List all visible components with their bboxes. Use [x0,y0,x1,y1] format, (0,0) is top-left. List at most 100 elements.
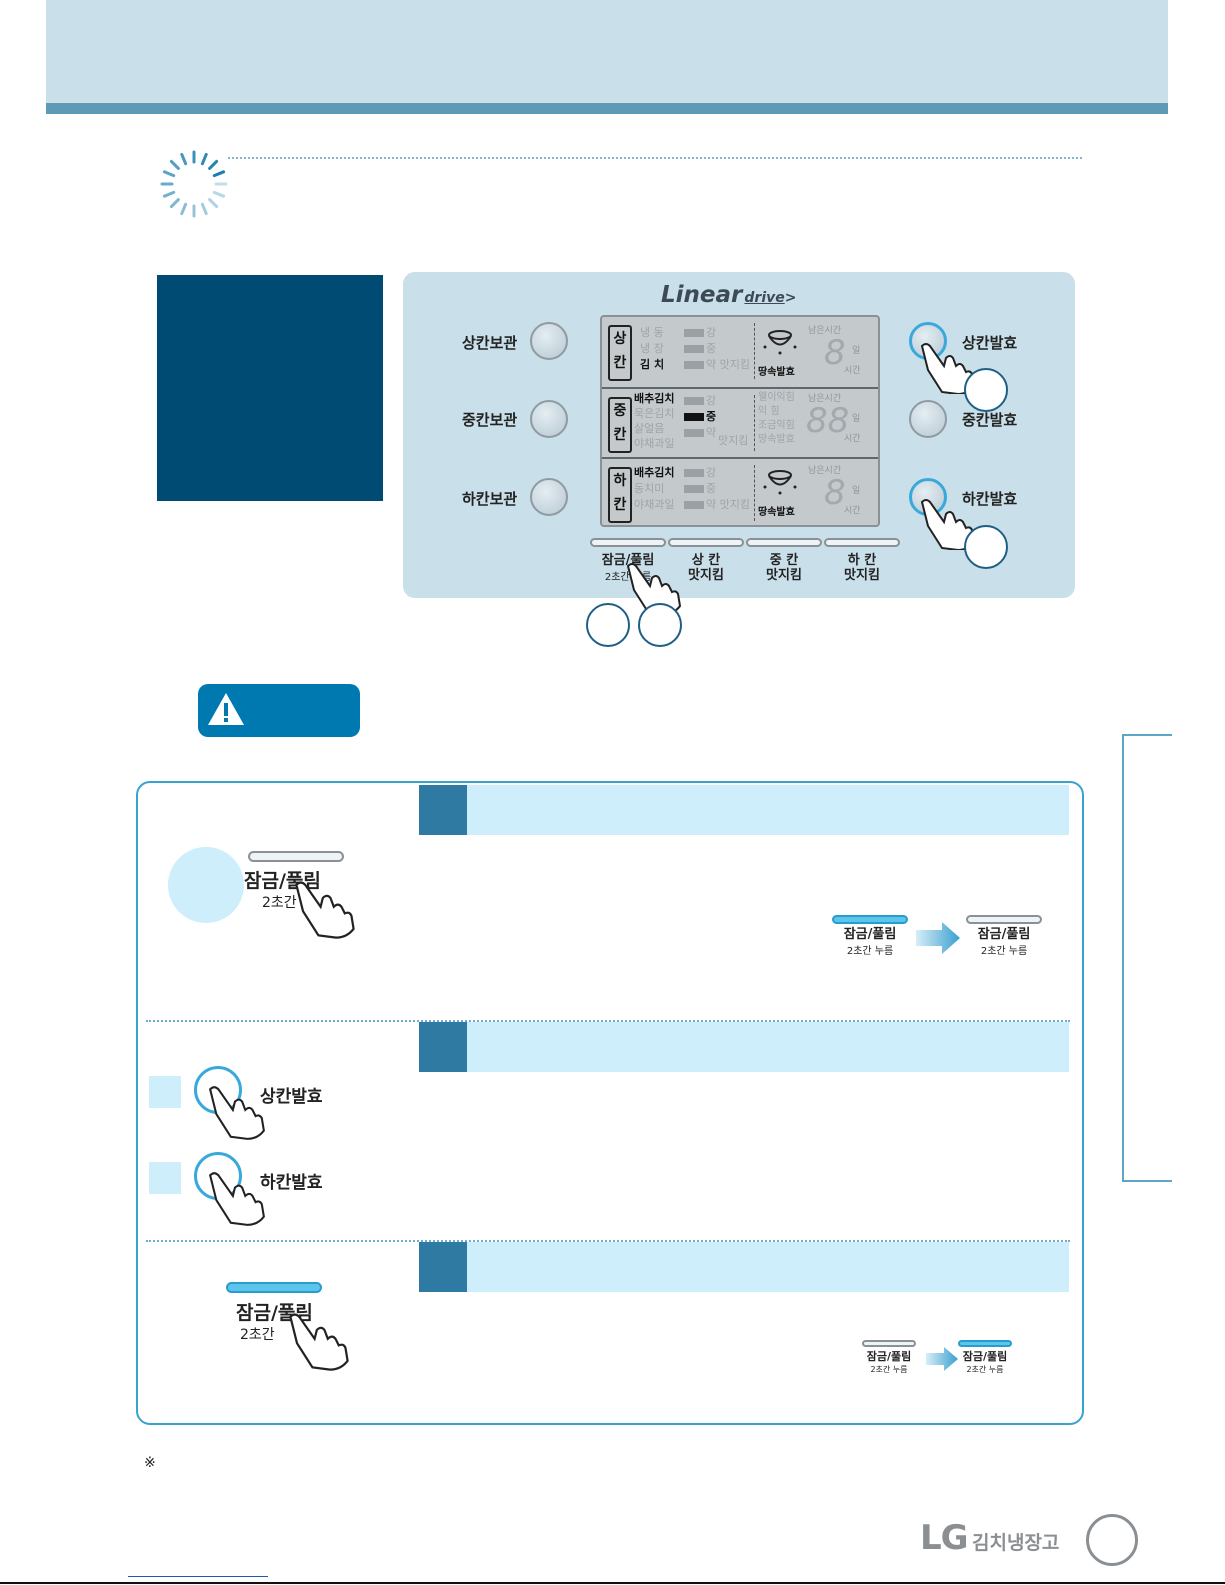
step-square [149,1076,181,1108]
btn-label-top-storage: 상칸보관 [462,334,518,352]
lock-indicator-on [832,915,908,924]
ferment-pot-icon [763,330,797,355]
lock-indicator-off [966,915,1042,924]
logo-drive: drive [744,290,785,306]
lcd-remain-label: 남은시간 [808,394,842,404]
section-header-2 [419,1022,1069,1072]
lcd-underground-label: 땅속발효 [758,367,795,378]
spinner-icon [160,150,228,218]
lock-sub-label: 2초간 [262,895,297,911]
page-number-circle [1086,1514,1138,1566]
lock-button[interactable] [590,538,666,547]
title-dotted-rule [228,157,1082,159]
bot-taste-button[interactable] [824,538,900,547]
spinner-tick [208,198,219,209]
lcd-digit: 88 [806,401,850,441]
top-taste-button[interactable] [668,538,744,547]
btn-label-mid-storage: 중칸보관 [462,411,518,429]
footer-link-rule [128,1576,268,1577]
arrow-right-icon [916,922,960,954]
lcd-underground-label: 땅속발효 [758,507,795,518]
lock-indicator-on [958,1340,1012,1347]
lock-indicator-off [862,1340,916,1347]
logo-linear: Linear [661,282,743,308]
side-tab-bracket [1122,734,1172,1182]
spinner-tick [162,190,176,198]
bot-storage-button[interactable] [530,478,568,516]
spinner-tick [212,170,226,178]
btn-label-mid-ferment: 중칸발효 [962,411,1018,429]
section-divider [146,1240,1070,1242]
spinner-tick [200,202,208,216]
top-ferment-label: 상칸발효 [260,1087,323,1107]
header-band [46,0,1168,103]
spinner-tick [208,159,219,170]
instructions-box [136,781,1084,1425]
footer-rule [0,1582,1225,1584]
lcd-remain-label: 남은시간 [808,466,842,476]
lcd-unit-hour: 시간 [844,366,861,376]
step-marker-circle [638,603,682,647]
lcd-taste: 맛지킴 [718,434,749,447]
hand-pointer-icon [208,1086,265,1140]
section-dark-box [157,275,383,501]
btn-label-top-ferment: 상칸발효 [962,334,1018,352]
lcd-unit-day: 일 [852,414,861,424]
step-square [149,1162,181,1194]
lcd-unit-hour: 시간 [844,506,861,516]
header-bar [46,103,1168,114]
spinner-tick [169,198,180,209]
lock-button-illustration-on [226,1282,322,1293]
section-header-1 [419,785,1069,835]
warning-icon [208,693,244,725]
hand-pointer-icon [208,1172,265,1226]
spinner-tick [180,152,188,166]
step-marker-circle [964,525,1008,569]
top-storage-button[interactable] [530,322,568,360]
step-marker-circle [586,603,630,647]
lcd-unit-day: 일 [852,486,861,496]
hand-pointer-icon [289,1313,349,1371]
lock-button-illustration [248,851,344,862]
mid-ferment-button[interactable] [909,400,947,438]
hand-pointer-icon [295,881,355,939]
section-header-3 [419,1242,1069,1292]
arrow-right-icon [926,1347,958,1371]
step-marker-circle [964,368,1008,412]
section-number-box [419,1022,467,1072]
mid-storage-button[interactable] [530,400,568,438]
btn-label-bot-storage: 하칸보관 [462,490,518,508]
ferment-pot-icon [763,470,797,495]
section-number-box [419,1242,467,1292]
mid-taste-button[interactable] [746,538,822,547]
spinner-tick [169,159,180,170]
lcd-unit-hour: 시간 [844,434,861,444]
spinner-tick [212,190,226,198]
btn-label-bot-ferment: 하칸발효 [962,490,1018,508]
lcd-digit: 8 [824,333,846,373]
step-bubble [168,847,244,923]
section-divider [146,1020,1070,1022]
product-name: 김치냉장고 [972,1532,1060,1554]
spinner-tick [200,152,208,166]
